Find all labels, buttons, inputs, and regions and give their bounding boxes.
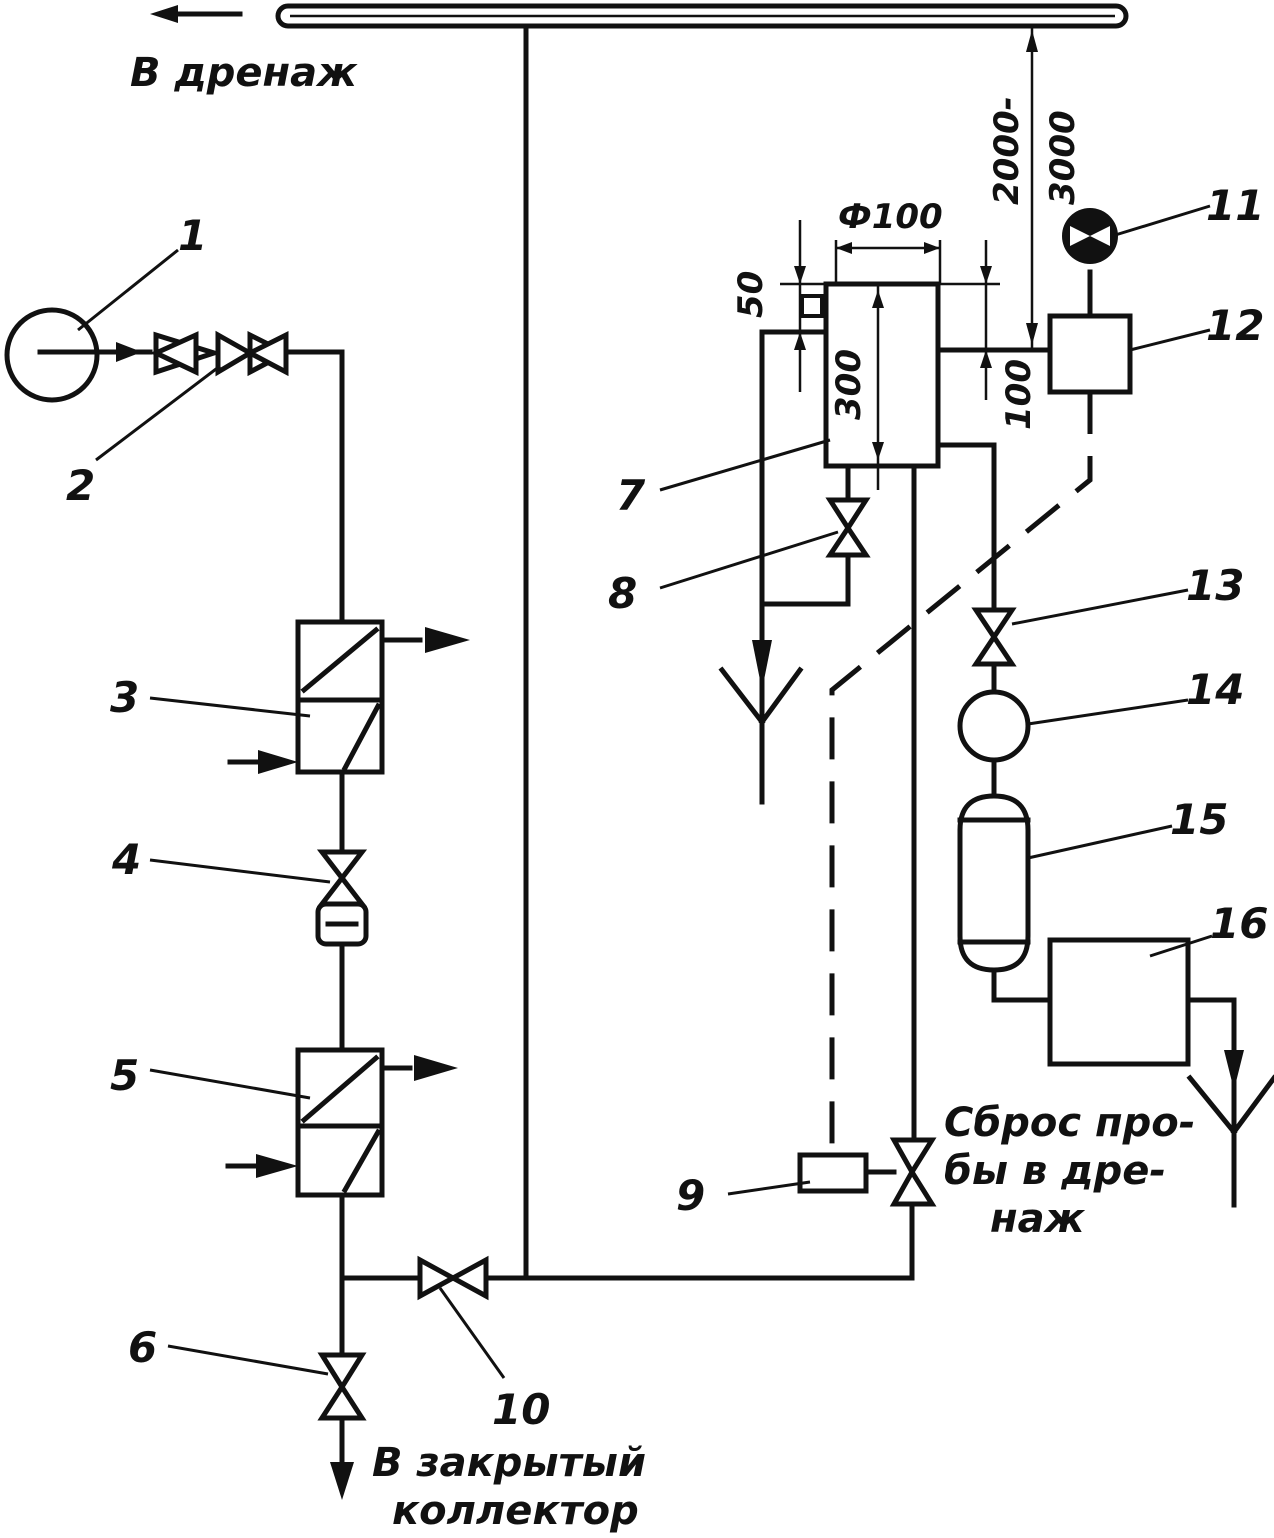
filter-column <box>957 793 1053 1003</box>
label-12: 12 <box>1206 301 1264 350</box>
sensor-unit <box>1047 208 1133 395</box>
drain-top-caption: В дренаж <box>130 50 358 96</box>
label-9: 9 <box>676 1171 705 1220</box>
label-8: 8 <box>608 569 637 618</box>
label-7: 7 <box>616 471 646 520</box>
bypass-valve <box>417 1255 489 1301</box>
outlet-valve <box>317 1352 367 1500</box>
label-16: 16 <box>1210 899 1268 948</box>
cooler-line <box>97 349 913 1483</box>
label-6: 6 <box>128 1323 157 1372</box>
vessel-dimensions <box>780 26 1038 490</box>
closed-collector-caption-line2: коллектор <box>392 1488 639 1534</box>
sample-drain-caption-line2: бы в дре- <box>944 1148 1166 1194</box>
dimension-50: 50 <box>731 271 771 318</box>
label-3: 3 <box>110 673 139 722</box>
label-10: 10 <box>492 1385 550 1434</box>
shutoff-valves-pair <box>150 330 292 377</box>
vessel-drain-valve <box>825 497 871 558</box>
sample-drain-caption-line3: наж <box>990 1196 1086 1242</box>
dimension-100: 100 <box>999 359 1039 430</box>
label-4: 4 <box>111 835 141 884</box>
flow-meter <box>957 689 1031 803</box>
label-15: 15 <box>1170 795 1228 844</box>
closed-collector-caption-line1: В закрытый <box>372 1440 646 1486</box>
height-dimension-line2: 3000 <box>1043 110 1083 205</box>
label-13: 13 <box>1186 561 1244 610</box>
sample-drain-caption-line1: Сброс про- <box>944 1100 1195 1146</box>
label-14: 14 <box>1186 665 1244 714</box>
label-5: 5 <box>110 1051 139 1100</box>
signal-line <box>829 392 1093 1160</box>
cooler-first <box>227 619 470 775</box>
pressure-reducing-valve <box>315 849 369 947</box>
analyzer-inlet-valve <box>971 607 1017 695</box>
drain-header-pipe <box>275 3 1129 29</box>
label-2: 2 <box>66 461 95 510</box>
sampling-point <box>4 307 142 403</box>
height-dimension-line1: 2000- <box>987 96 1027 205</box>
solenoid-actuator <box>797 1137 937 1281</box>
leader-lines <box>77 204 1213 1379</box>
diameter-dimension: Ф100 <box>838 197 943 237</box>
label-1: 1 <box>178 211 207 260</box>
analyzer-block <box>1047 937 1274 1208</box>
cooler-second <box>225 1047 458 1198</box>
drain-arrow <box>150 5 243 23</box>
dimension-300: 300 <box>829 349 869 420</box>
overflow-vessel <box>718 281 1053 1143</box>
label-11: 11 <box>1206 181 1264 230</box>
